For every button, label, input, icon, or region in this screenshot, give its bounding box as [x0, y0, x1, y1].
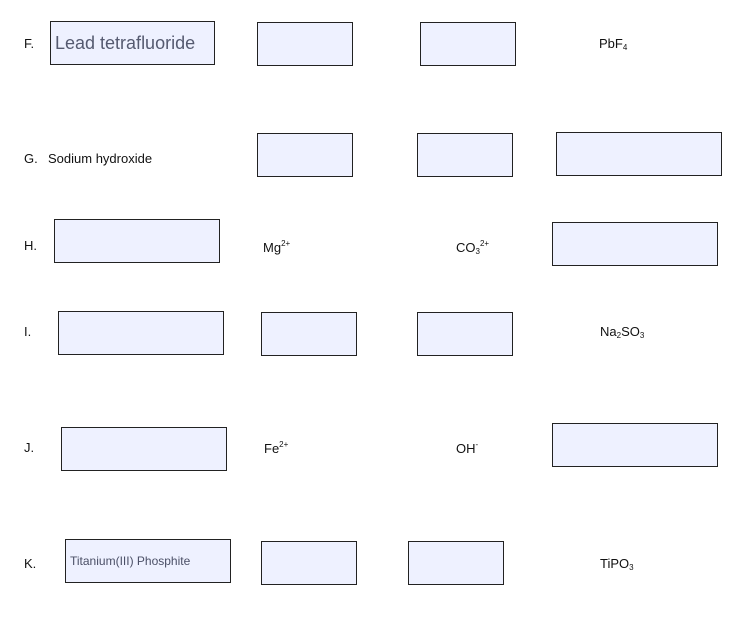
- row-f-anion-field[interactable]: [420, 22, 516, 66]
- row-g-anion-field[interactable]: [417, 133, 513, 177]
- row-i-formula: Na2SO3: [600, 324, 645, 340]
- row-k-name-field[interactable]: Titanium(III) Phosphite: [65, 539, 231, 583]
- row-g-cation-field[interactable]: [257, 133, 353, 177]
- row-g-compound-name: Sodium hydroxide: [48, 151, 153, 166]
- row-f-cation-field[interactable]: [257, 22, 353, 66]
- row-g-formula-field[interactable]: [556, 132, 722, 176]
- row-f-label: F.: [24, 36, 35, 51]
- row-k-formula: TiPO3: [600, 556, 634, 572]
- row-h-label: H.: [24, 238, 37, 253]
- row-h-formula-field[interactable]: [552, 222, 718, 266]
- row-k-cation-field[interactable]: [261, 541, 357, 585]
- row-j-anion: OH-: [456, 440, 479, 456]
- row-j-cation: Fe2+: [264, 440, 289, 456]
- row-h-cation: Mg2+: [263, 239, 291, 255]
- row-j-label: J.: [24, 440, 35, 455]
- row-k-label: K.: [24, 556, 37, 571]
- row-g-label: G.: [24, 151, 38, 166]
- row-h-name-field[interactable]: [54, 219, 220, 263]
- row-f-formula: PbF4: [599, 36, 628, 52]
- row-i-name-field[interactable]: [58, 311, 224, 355]
- row-i-label: I.: [24, 324, 32, 339]
- row-i-anion-field[interactable]: [417, 312, 513, 356]
- row-j-name-field[interactable]: [61, 427, 227, 471]
- row-i-cation-field[interactable]: [261, 312, 357, 356]
- row-f-name-field[interactable]: Lead tetrafluoride: [50, 21, 215, 65]
- row-j-formula-field[interactable]: [552, 423, 718, 467]
- row-h-anion: CO32+: [456, 239, 490, 256]
- row-k-anion-field[interactable]: [408, 541, 504, 585]
